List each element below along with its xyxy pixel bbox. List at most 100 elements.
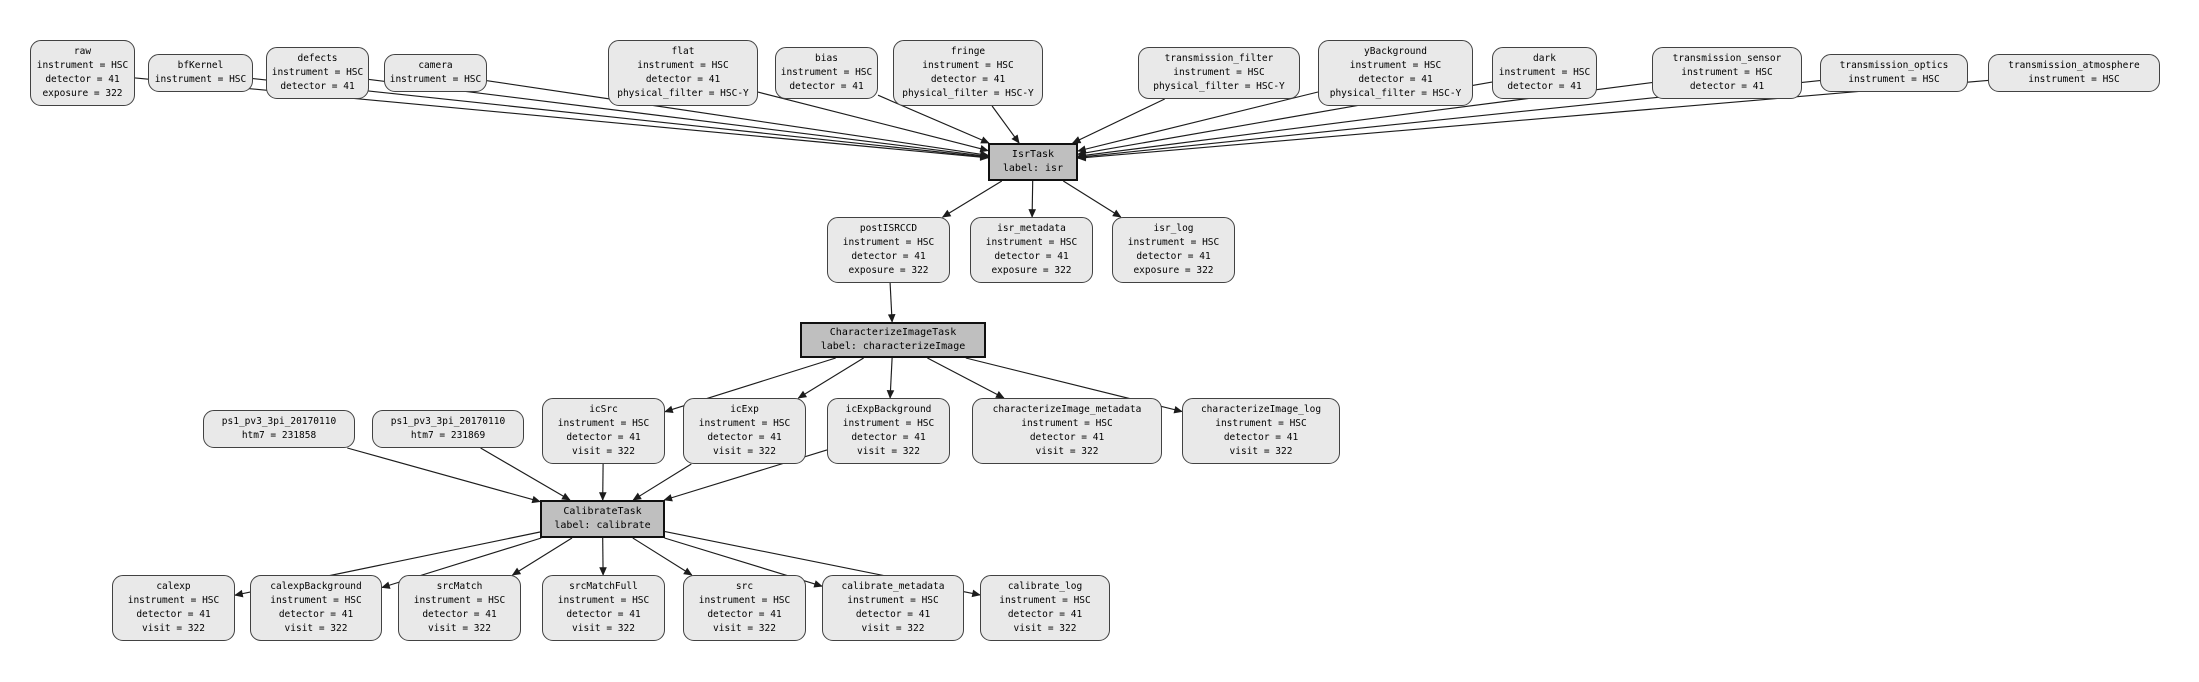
node-title: isr_log bbox=[1153, 223, 1194, 234]
node-dimension: visit = 322 bbox=[857, 446, 920, 457]
node-dimension: instrument = HSC bbox=[154, 74, 247, 85]
node-dimension: detector = 41 bbox=[280, 81, 355, 92]
node-dimension: instrument = HSC bbox=[985, 237, 1078, 248]
dataset-node-isr_metadata: isr_metadata instrument = HSC detector = 4… bbox=[970, 217, 1093, 283]
node-title: srcMatchFull bbox=[569, 581, 638, 592]
node-title: flat bbox=[671, 46, 695, 57]
node-dimension: detector = 41 bbox=[45, 74, 120, 85]
node-dimension: instrument = HSC bbox=[1681, 67, 1773, 78]
node-dimension: exposure = 322 bbox=[991, 265, 1072, 276]
node-dimension: exposure = 322 bbox=[42, 88, 123, 99]
node-dimension: instrument = HSC bbox=[637, 60, 729, 71]
edge-characterizeImage-to-icExp bbox=[797, 357, 864, 399]
node-dimension: visit = 322 bbox=[713, 623, 776, 634]
node-dimension: instrument = HSC bbox=[1021, 418, 1113, 429]
node-title: calibrate_metadata bbox=[841, 581, 945, 592]
dataset-node-characterizeImage_log: characterizeImage_log instrument = HSC det… bbox=[1182, 398, 1340, 464]
node-dimension: physical_filter = HSC-Y bbox=[902, 88, 1034, 99]
node-dimension: visit = 322 bbox=[1035, 446, 1099, 457]
node-title: fringe bbox=[950, 46, 986, 57]
edge-postISRCCD-to-characterizeImage bbox=[887, 282, 896, 323]
edge-calibrate-to-src bbox=[632, 537, 693, 576]
node-title: transmission_atmosphere bbox=[2008, 60, 2140, 71]
node-title: characterizeImage_log bbox=[1200, 404, 1322, 415]
edge-transmission_atmosphere-to-isr bbox=[1077, 79, 1989, 162]
node-title: icSrc bbox=[589, 404, 618, 415]
node-dimension: visit = 322 bbox=[284, 623, 348, 634]
node-dimension: detector = 41 bbox=[566, 609, 641, 620]
edge-fringe-to-isr bbox=[991, 105, 1020, 144]
edge-ps1_231869-to-calibrate bbox=[480, 447, 571, 501]
edge-isr-to-postISRCCD bbox=[941, 180, 1003, 218]
node-title: transmission_optics bbox=[1839, 60, 1949, 71]
node-dimension: physical_filter = HSC-Y bbox=[617, 88, 749, 99]
node-title: camera bbox=[418, 60, 453, 71]
node-title: isr_metadata bbox=[997, 223, 1066, 234]
node-dimension: instrument = HSC bbox=[36, 60, 129, 71]
node-dimension: physical_filter = HSC-Y bbox=[1153, 81, 1285, 92]
node-dimension: detector = 41 bbox=[851, 432, 926, 443]
edge-characterizeImage-to-icExpBackground bbox=[886, 357, 895, 399]
node-dimension: label: isr bbox=[1002, 163, 1064, 174]
node-title: calibrate_log bbox=[1007, 581, 1083, 592]
edge-bfKernel-to-isr bbox=[252, 78, 989, 161]
node-title: transmission_filter bbox=[1164, 53, 1274, 64]
node-dimension: instrument = HSC bbox=[922, 60, 1014, 71]
node-dimension: visit = 322 bbox=[713, 446, 776, 457]
node-title: CharacterizeImageTask bbox=[829, 326, 957, 338]
node-dimension: detector = 41 bbox=[851, 251, 926, 262]
node-dimension: detector = 41 bbox=[278, 609, 354, 620]
node-dimension: instrument = HSC bbox=[1498, 67, 1591, 78]
node-dimension: instrument = HSC bbox=[847, 595, 939, 606]
edge-defects-to-isr bbox=[368, 78, 989, 160]
edge-camera-to-isr bbox=[486, 80, 989, 158]
node-dimension: detector = 41 bbox=[707, 432, 782, 443]
node-dimension: detector = 41 bbox=[1223, 432, 1299, 443]
node-dimension: detector = 41 bbox=[422, 609, 497, 620]
node-title: icExp bbox=[730, 404, 759, 415]
node-dimension: instrument = HSC bbox=[1215, 418, 1307, 429]
node-dimension: htm7 = 231869 bbox=[410, 430, 486, 441]
node-dimension: instrument = HSC bbox=[127, 595, 220, 606]
node-dimension: instrument = HSC bbox=[270, 595, 362, 606]
edge-ps1_231858-to-calibrate bbox=[347, 447, 541, 504]
node-dimension: detector = 41 bbox=[855, 609, 931, 620]
node-dimension: detector = 41 bbox=[1136, 251, 1211, 262]
node-dimension: exposure = 322 bbox=[1133, 265, 1214, 276]
node-dimension: detector = 41 bbox=[1029, 432, 1105, 443]
edge-yBackground-to-isr bbox=[1077, 91, 1319, 153]
node-dimension: detector = 41 bbox=[930, 74, 1006, 85]
node-dimension: visit = 322 bbox=[1013, 623, 1077, 634]
node-dimension: detector = 41 bbox=[1358, 74, 1433, 85]
node-dimension: label: calibrate bbox=[554, 520, 651, 531]
node-dimension: instrument = HSC bbox=[271, 67, 364, 78]
node-dimension: detector = 41 bbox=[994, 251, 1069, 262]
node-dimension: instrument = HSC bbox=[557, 595, 650, 606]
node-dimension: visit = 322 bbox=[572, 623, 635, 634]
dataset-node-fringe: fringe instrument = HSC detector = 41 physi… bbox=[893, 40, 1043, 106]
node-title: srcMatch bbox=[436, 581, 483, 592]
node-dimension: detector = 41 bbox=[707, 609, 782, 620]
node-title: raw bbox=[73, 46, 92, 57]
node-dimension: instrument = HSC bbox=[413, 595, 506, 606]
node-title: postISRCCD bbox=[859, 223, 918, 234]
node-title: CalibrateTask bbox=[563, 505, 642, 517]
